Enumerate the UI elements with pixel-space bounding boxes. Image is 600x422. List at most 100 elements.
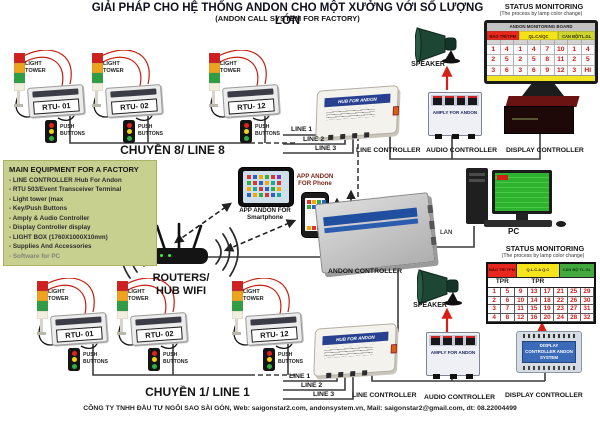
equipment-item: - Supplies And Accessories xyxy=(9,243,92,251)
light-tower xyxy=(92,53,103,107)
board-cell: 5 xyxy=(581,55,595,65)
equipment-list-box: MAIN EQUIPMENT FOR A FACTORY - LINE CONT… xyxy=(3,160,157,266)
board2-header-staff: CÁN BỘ TL.GL xyxy=(559,264,594,277)
speaker-bottom-label: SPEAKER xyxy=(413,302,447,309)
board-cell: 6 xyxy=(500,65,514,75)
status-bottom-title: STATUS MONITORING xyxy=(505,244,585,253)
rtu-id-label: RTU- 12 xyxy=(227,98,275,115)
board-cell: 30 xyxy=(580,296,594,305)
board-cell: 3 xyxy=(568,65,582,75)
push-buttons-label: PUSH BUTTONS xyxy=(83,352,108,365)
board-cell: 4 xyxy=(500,45,514,55)
audio-controller-bottom-label: AUDIO CONTROLLER xyxy=(424,394,495,401)
app-tablet-label: APP ANDON FOR Smartphone xyxy=(239,207,291,222)
rtu-box: RTU- 12 xyxy=(245,312,303,346)
board-cell: 25 xyxy=(567,288,581,297)
light-tower xyxy=(14,53,25,107)
pc-keyboard xyxy=(484,220,552,227)
display-controller-top-label: DISPLAY CONTROLLER xyxy=(506,147,584,154)
app-icons xyxy=(247,175,251,179)
equipment-item: - Key/Push Buttons xyxy=(9,205,68,213)
board-cell: 6 xyxy=(527,65,541,75)
equipment-item: - LIGHT BOX (1760X1000X10mm) xyxy=(9,233,108,241)
display-panel-text: DISPLAY CONTROLLER ANDON SYSTEM xyxy=(522,341,576,363)
page-title: GIẢI PHÁP CHO HỆ THỐNG ANDON CHO MỘT XƯỞ… xyxy=(91,2,484,28)
board-cell: 5 xyxy=(501,288,515,297)
hub-panel-text: HUB FOR ANDON xyxy=(322,331,389,346)
status-board-bottom: BẢO TRÌ TPM Q.L.C.A Q.C CÁN BỘ TL.GL TPR… xyxy=(486,262,596,324)
board2-header-row: BẢO TRÌ TPM Q.L.C.A Q.C CÁN BỘ TL.GL xyxy=(488,264,594,277)
display-controller-bottom-label: DISPLAY CONTROLLER xyxy=(505,392,583,399)
board-cell: 6 xyxy=(501,296,515,305)
board-cell: 1 xyxy=(488,288,502,297)
equipment-item: - RTU 503/Event Transceiver Terminal xyxy=(9,186,122,194)
board-cell: 4 xyxy=(527,45,541,55)
rtu-id-label: RTU- 01 xyxy=(32,98,80,115)
equipment-item: - Software for PC xyxy=(9,252,61,260)
line2-label-bottom: LINE 2 xyxy=(301,382,323,389)
board-cell: 9 xyxy=(514,288,528,297)
tpr-left: TPR xyxy=(495,278,509,285)
push-buttons-label: PUSH BUTTONS xyxy=(60,124,85,137)
board-cell: 2 xyxy=(487,55,501,65)
board-cell: 10 xyxy=(554,45,568,55)
board-cell: 3 xyxy=(514,65,528,75)
board-cell: 16 xyxy=(527,313,541,322)
light-tower xyxy=(37,281,48,335)
power-switch xyxy=(390,344,398,354)
board-cell: 4 xyxy=(581,45,595,55)
push-button-unit xyxy=(68,348,80,371)
board-header-staff: CÁN BỘ/TL.GL xyxy=(558,31,595,40)
andon-station: LIGHT TOWER RTU- 02 PUSH BUTTONS xyxy=(90,50,168,150)
amply-panel-text: AMPLY FOR ANDON xyxy=(430,350,476,355)
hub-panel-text: HUB FOR ANDON xyxy=(324,93,391,108)
push-button-unit xyxy=(240,120,252,143)
rtu-id-label: RTU- 02 xyxy=(135,326,183,343)
board-header-row: BẢO TRÌ/TPM QL.CA/QC CÁN BỘ/TL.GL xyxy=(487,31,595,40)
page-subtitle: (ANDON CALL SYSTEM FOR FACTORY) xyxy=(215,14,360,23)
andon-station: LIGHT TOWER RTU- 01 PUSH BUTTONS xyxy=(35,278,113,378)
rtu-box: RTU- 02 xyxy=(130,312,188,346)
board-cell: 5 xyxy=(500,55,514,65)
lan-label: LAN xyxy=(440,230,453,236)
speaker-top-label: SPEAKER xyxy=(411,61,445,68)
board-cell: 5 xyxy=(527,55,541,65)
status-top-title: STATUS MONITORING xyxy=(504,2,584,11)
speaker-bottom-icon xyxy=(417,269,462,306)
board-cell: 12 xyxy=(514,313,528,322)
light-tower-label: LIGHT TOWER xyxy=(243,289,264,302)
board-footer-strip xyxy=(487,74,595,81)
light-tower xyxy=(209,53,220,107)
light-tower xyxy=(232,281,243,335)
andon-station: LIGHT TOWER RTU- 12 PUSH BUTTONS xyxy=(230,278,308,378)
light-tower-label: LIGHT TOWER xyxy=(48,289,69,302)
push-button-unit xyxy=(123,120,135,143)
light-tower-label: LIGHT TOWER xyxy=(25,61,46,74)
push-buttons-label: PUSH BUTTONS xyxy=(138,124,163,137)
lan-wire xyxy=(426,226,475,248)
board-cell: 9 xyxy=(541,65,555,75)
board-title: ANDON MONITORING BOARD xyxy=(487,23,595,31)
line1-label-bottom: LINE 1 xyxy=(289,373,311,380)
board-cell: 23 xyxy=(554,305,568,314)
andon-station: LIGHT TOWER RTU- 12 PUSH BUTTONS xyxy=(207,50,285,150)
board-cell: 22 xyxy=(554,296,568,305)
board2-subheader-row: TPR TPR xyxy=(488,277,594,288)
board-cell: 1 xyxy=(487,45,501,55)
line-controller-bottom-label: LINE CONTROLLER xyxy=(352,392,417,399)
board-cell: 24 xyxy=(554,313,568,322)
app-icons xyxy=(307,200,311,204)
line8-group-label: CHUYỀN 8/ LINE 8 xyxy=(120,143,225,157)
rtu-id-label: RTU- 01 xyxy=(55,326,103,343)
light-tower-label: LIGHT TOWER xyxy=(103,61,124,74)
board-cell: 11 xyxy=(514,305,528,314)
push-button-unit xyxy=(148,348,160,371)
board-cell: 31 xyxy=(580,305,594,314)
company-footer: CÔNG TY TNHH ĐẦU TƯ NGÔI SAO SÀI GÒN, We… xyxy=(83,405,517,412)
light-tower-label: LIGHT TOWER xyxy=(220,61,241,74)
board-cell: 17 xyxy=(541,288,555,297)
board-cell: 2 xyxy=(568,55,582,65)
